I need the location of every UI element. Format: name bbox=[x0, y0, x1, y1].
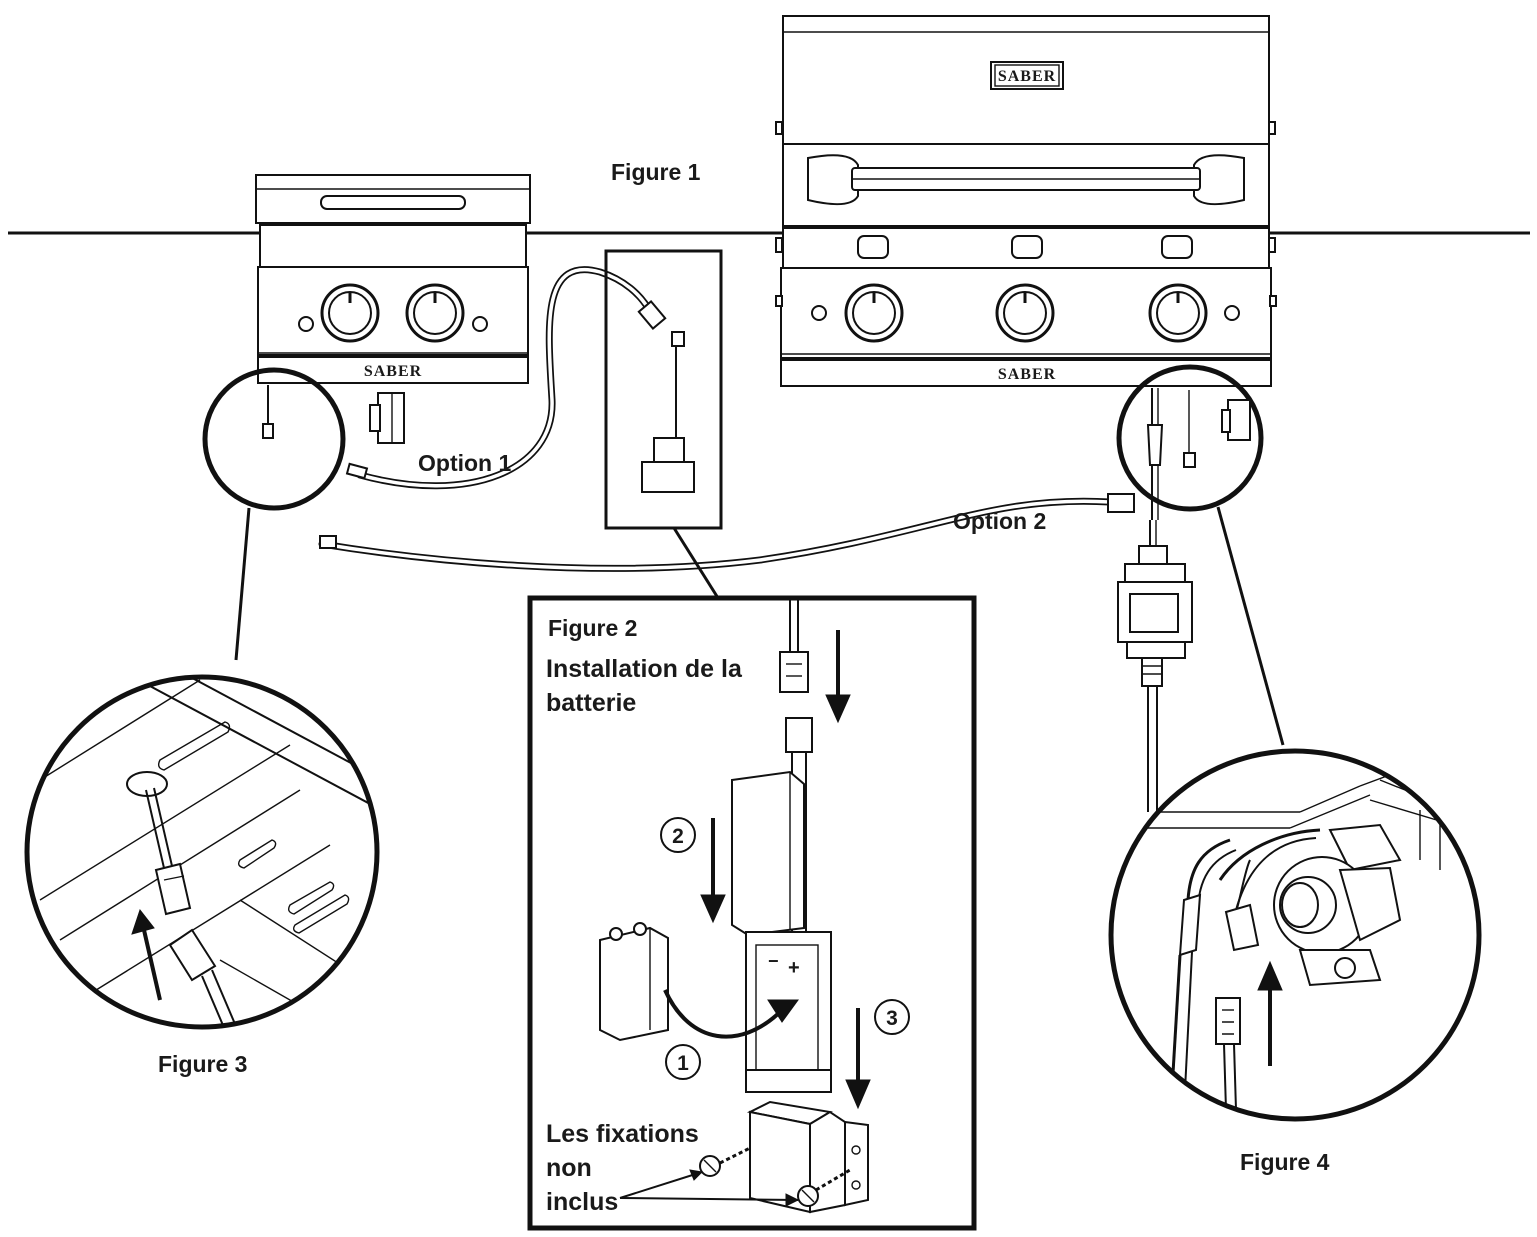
figure2-note-line3: inclus bbox=[546, 1188, 618, 1216]
side-burner: SABER bbox=[255, 174, 531, 384]
battery-holder-minus: − bbox=[768, 951, 779, 971]
figure2-label: Figure 2 bbox=[548, 615, 637, 641]
figure4-callout-small bbox=[1116, 364, 1285, 746]
battery-holder: − + bbox=[745, 931, 832, 1093]
side-burner-bracket bbox=[369, 392, 405, 444]
main-grill-knob-3 bbox=[1148, 283, 1208, 343]
figure3-label: Figure 3 bbox=[158, 1051, 247, 1077]
figure2-step3: 3 bbox=[886, 1007, 898, 1030]
option2-label: Option 2 bbox=[953, 508, 1046, 534]
battery-9v bbox=[599, 922, 669, 1042]
figure2-small-inset bbox=[604, 249, 723, 599]
side-burner-logo: SABER bbox=[364, 363, 422, 380]
figure2-step1: 1 bbox=[677, 1052, 689, 1075]
figure2-title-line1: Installation de la bbox=[546, 655, 743, 683]
figure4-label: Figure 4 bbox=[1240, 1149, 1330, 1175]
figure3-callout-small bbox=[202, 367, 346, 661]
main-grill-front-logo: SABER bbox=[998, 366, 1056, 383]
option2-cable bbox=[318, 493, 1135, 572]
main-grill-knob-2 bbox=[995, 283, 1055, 343]
side-burner-knob-left bbox=[320, 283, 380, 343]
figure2-step2: 2 bbox=[672, 825, 684, 848]
figure2-title-line2: batterie bbox=[546, 689, 636, 717]
option1-cable bbox=[345, 266, 667, 490]
option1-label: Option 1 bbox=[418, 450, 511, 476]
screw-right bbox=[797, 1168, 851, 1207]
main-grill: SABER bbox=[775, 15, 1277, 387]
battery-holder-plus: + bbox=[788, 957, 800, 979]
screw-left bbox=[699, 1146, 751, 1177]
main-grill-lid-logo: SABER bbox=[998, 68, 1056, 85]
figure3-detail bbox=[24, 674, 380, 1030]
figure2-note-line2: non bbox=[546, 1154, 592, 1182]
figure2-box: Figure 2 Installation de la batterie 2 bbox=[527, 595, 977, 1231]
figure1-label: Figure 1 bbox=[611, 159, 701, 185]
figure4-detail bbox=[1108, 748, 1482, 1122]
figure2-note-line1: Les fixations bbox=[546, 1120, 699, 1148]
side-burner-knob-right bbox=[405, 283, 465, 343]
battery-box-hanging bbox=[1117, 520, 1193, 812]
battery-cover bbox=[731, 770, 805, 937]
main-grill-knob-1 bbox=[844, 283, 904, 343]
